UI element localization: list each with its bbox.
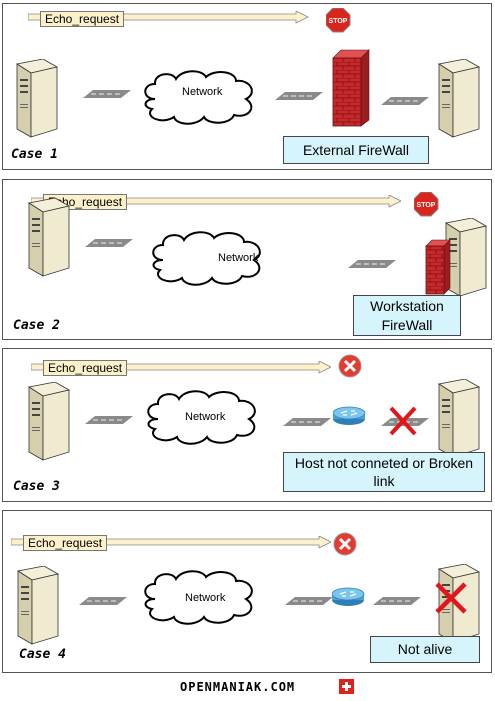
router-icon xyxy=(333,406,366,426)
stop-sign-icon xyxy=(414,192,439,217)
cloud-icon xyxy=(144,70,253,125)
cable-icon xyxy=(79,597,128,606)
red-x-icon xyxy=(435,582,467,614)
case-label: Case 1 xyxy=(11,147,58,162)
case-label: Case 4 xyxy=(19,647,66,662)
brick-firewall-icon xyxy=(425,239,451,295)
cable-icon xyxy=(381,97,430,106)
x-circle-icon xyxy=(338,354,363,379)
cable-icon xyxy=(283,418,332,427)
source-server-icon xyxy=(28,198,70,277)
status-box: Not alive xyxy=(370,636,480,663)
footer-logo-text: OPENMANIAK.COM xyxy=(180,680,296,694)
destination-server-icon xyxy=(438,379,480,458)
cable-icon xyxy=(85,239,134,248)
network-label: Network xyxy=(185,592,226,604)
status-box: External FireWall xyxy=(283,136,429,164)
network-cloud: Network xyxy=(140,69,265,129)
cable-icon xyxy=(85,416,134,425)
echo-request-label: Echo_request xyxy=(43,360,128,376)
case-4-panel: Echo_request Network Case 4 Not alive xyxy=(2,510,492,673)
cable-icon xyxy=(83,90,132,99)
case-1-panel: Echo_request Network Case 1 External Fir… xyxy=(2,3,492,170)
echo-request-label: Echo_request xyxy=(23,535,108,551)
network-cloud: Network xyxy=(148,230,273,290)
source-server-icon xyxy=(17,566,59,645)
case-3-panel: Echo_request Network Case 3 Host not con… xyxy=(2,348,492,502)
router-icon xyxy=(332,587,365,607)
network-label: Network xyxy=(218,252,259,264)
network-cloud: Network xyxy=(140,569,265,629)
swiss-cross-icon xyxy=(339,679,354,694)
cable-icon xyxy=(348,260,397,269)
source-server-icon xyxy=(28,382,70,461)
echo-request-label: Echo_request xyxy=(40,11,125,27)
case-label: Case 3 xyxy=(13,479,60,494)
network-cloud: Network xyxy=(143,389,268,449)
case-2-panel: Echo_request Network Case 2 Workstation … xyxy=(2,179,492,340)
status-box: Workstation FireWall xyxy=(353,295,461,336)
status-box: Host not conneted or Broken link xyxy=(283,452,485,492)
x-circle-icon xyxy=(333,532,358,557)
network-label: Network xyxy=(185,411,226,423)
cable-icon xyxy=(275,92,324,101)
stop-sign-icon xyxy=(326,8,351,33)
network-label: Network xyxy=(182,86,223,98)
cable-icon xyxy=(285,597,334,606)
brick-firewall-icon xyxy=(332,49,370,127)
source-server-icon xyxy=(16,59,58,138)
destination-server-icon xyxy=(438,59,480,138)
cable-icon xyxy=(373,597,422,606)
case-label: Case 2 xyxy=(13,318,60,333)
red-x-icon xyxy=(389,406,417,436)
